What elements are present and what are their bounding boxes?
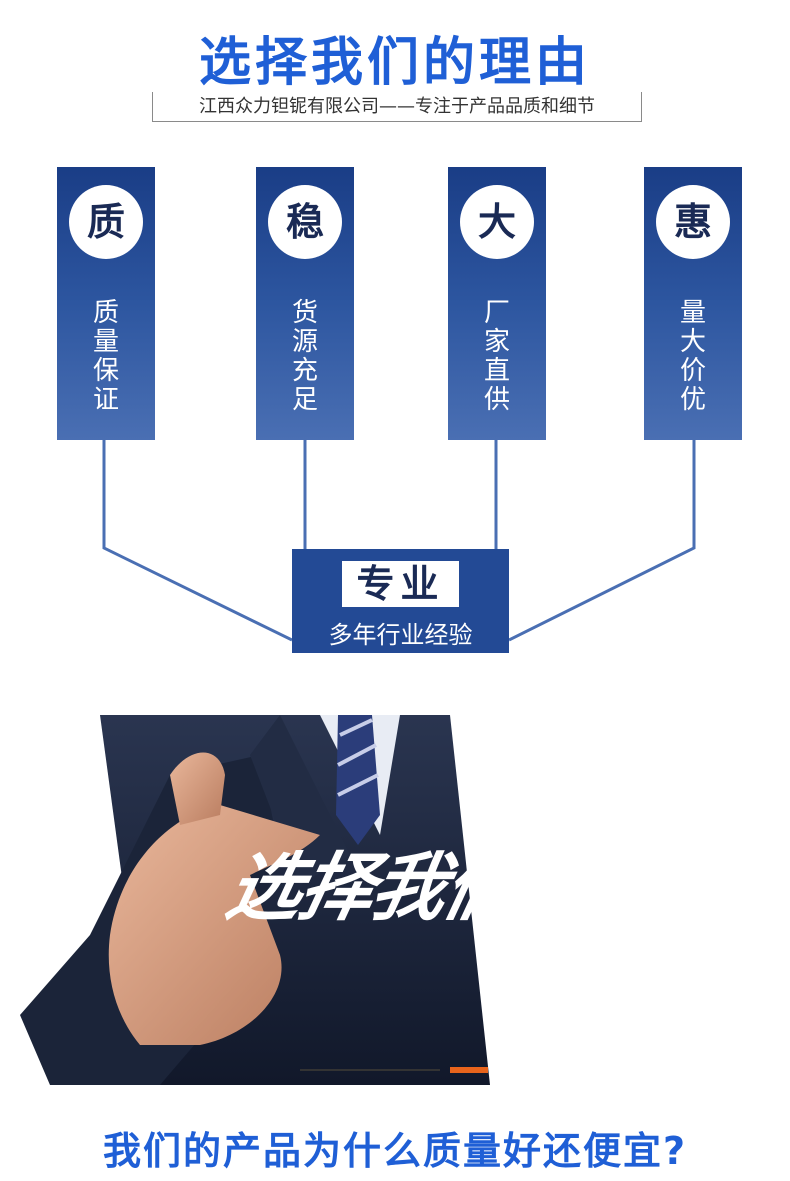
professional-box: 专业 多年行业经验 [292,549,509,653]
card-stable-text: 货 源 充 足 [291,298,318,415]
card-discount: 惠 量 大 价 优 [644,167,742,440]
card-quality-text: 质 量 保 证 [92,298,119,415]
card-factory: 大 厂 家 直 供 [448,167,546,440]
card-discount-text: 量 大 价 优 [679,298,706,415]
professional-caption: 多年行业经验 [328,621,473,649]
card-stable: 稳 货 源 充 足 [256,167,354,440]
card-discount-badge: 惠 [656,185,730,259]
connector-lines [102,440,696,642]
card-stable-badge: 稳 [268,185,342,259]
card-factory-text: 厂 家 直 供 [483,298,510,415]
handshake-photo [20,715,765,1085]
page-title: 选择我们的理由 [198,33,591,93]
footer-question: 我们的产品为什么质量好还便宜? [102,1129,688,1173]
company-subtitle: 江西众力钽铌有限公司——专注于产品品质和细节 [152,92,642,122]
slogan-text: 选择我们没有错 [219,845,742,931]
card-factory-badge: 大 [460,185,534,259]
card-quality: 质 质 量 保 证 [57,167,155,440]
card-quality-badge: 质 [69,185,143,259]
professional-label: 专业 [342,561,459,607]
